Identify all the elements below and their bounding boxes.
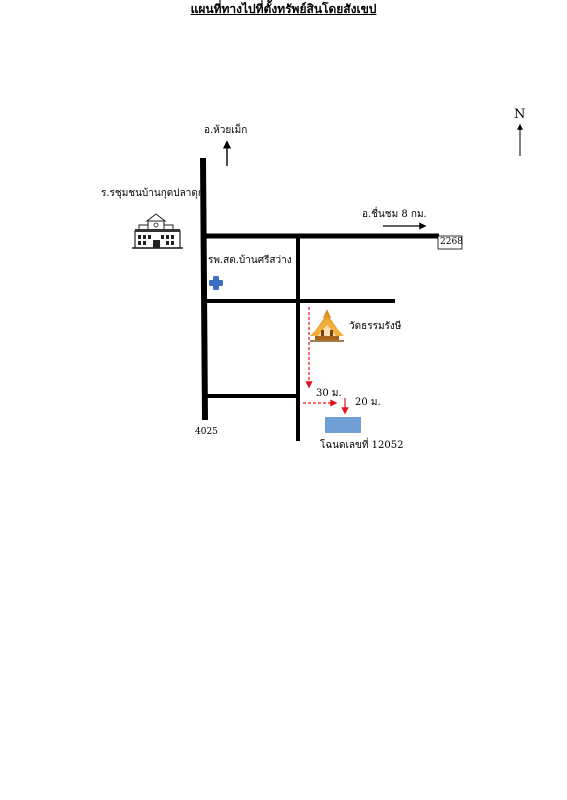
road-2268-sign [437, 235, 463, 250]
school-label: ร.รชุมชนบ้านกุดปลาดุก [101, 188, 204, 199]
temple-label: วัดธรรมรังษี [349, 321, 402, 332]
map-title: แผนที่ทางไปที่ตั้งทรัพย์สินโดยสังเขป [190, 2, 377, 16]
deed-plot [325, 417, 361, 433]
road-2268-label: 2268 [440, 237, 463, 247]
distance-20-label: 20 ม. [355, 397, 381, 408]
health-center-icon [209, 276, 223, 290]
north-label: N [514, 107, 526, 122]
health-center-label: รพ.สต.บ้านศรีสว่าง [208, 255, 292, 266]
school-icon [132, 213, 183, 249]
huai-mek-label: อ.ห้วยเม็ก [204, 125, 248, 136]
temple-icon [310, 309, 344, 342]
road-4025-label: 4025 [195, 427, 218, 437]
road-4025 [200, 157, 208, 421]
chuenchom-label: อ.ชื่นชม 8 กม. [362, 209, 427, 220]
distance-30-label: 30 ม. [316, 388, 342, 399]
deed-label: โฉนดเลขที่ 12052 [320, 440, 404, 451]
